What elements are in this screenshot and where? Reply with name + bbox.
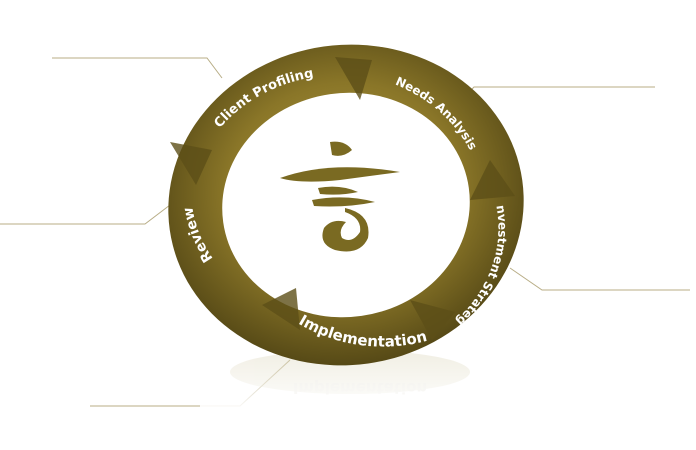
leader-client-profiling [52, 57, 223, 79]
segment-divider-5 [170, 142, 212, 185]
segment-divider-4 [262, 288, 300, 330]
segment-divider-2 [470, 160, 515, 200]
leader-review [0, 204, 171, 225]
segment-divider-3 [410, 300, 455, 340]
segment-divider-1 [335, 57, 372, 100]
leader-investment-strategy [509, 267, 690, 291]
logo-glyph-icon [280, 141, 400, 252]
